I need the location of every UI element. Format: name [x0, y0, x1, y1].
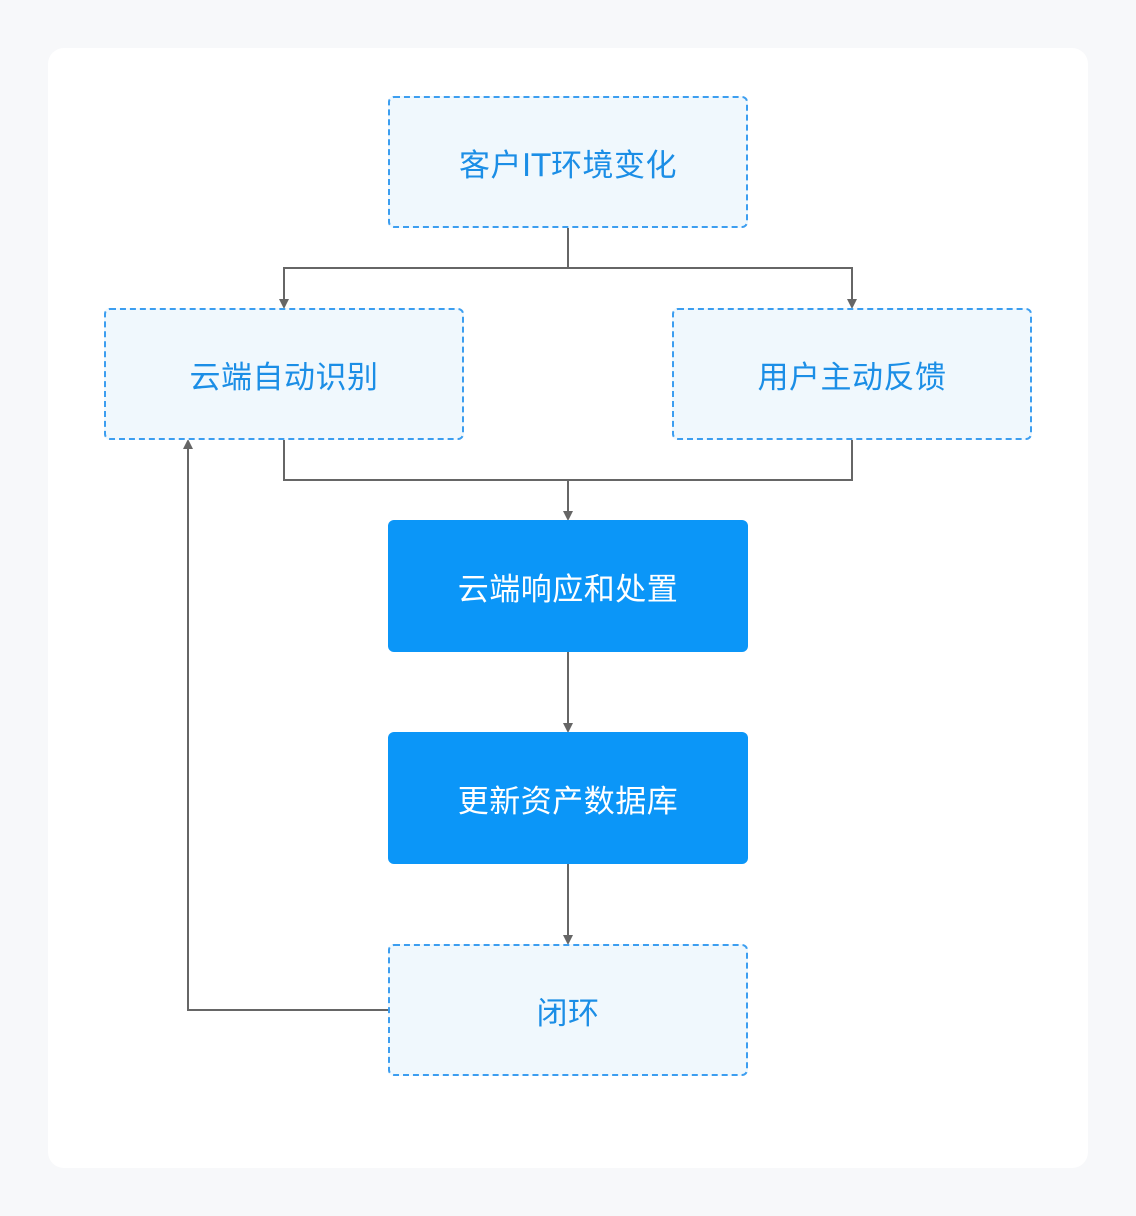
node-it-environment-change: 客户IT环境变化 [388, 96, 748, 228]
edge-close-loop-to-auto-detect [183, 439, 388, 1011]
edge-user-feedback-to-respond [563, 440, 853, 521]
edge-change-to-user-feedback [568, 267, 857, 309]
edge-auto-detect-to-respond [283, 440, 568, 481]
node-user-feedback: 用户主动反馈 [672, 308, 1032, 440]
node-cloud-auto-detect: 云端自动识别 [104, 308, 464, 440]
node-update-asset-db: 更新资产数据库 [388, 732, 748, 864]
node-closed-loop: 闭环 [388, 944, 748, 1076]
node-cloud-response: 云端响应和处置 [388, 520, 748, 652]
edge-change-to-auto-detect [279, 228, 569, 309]
